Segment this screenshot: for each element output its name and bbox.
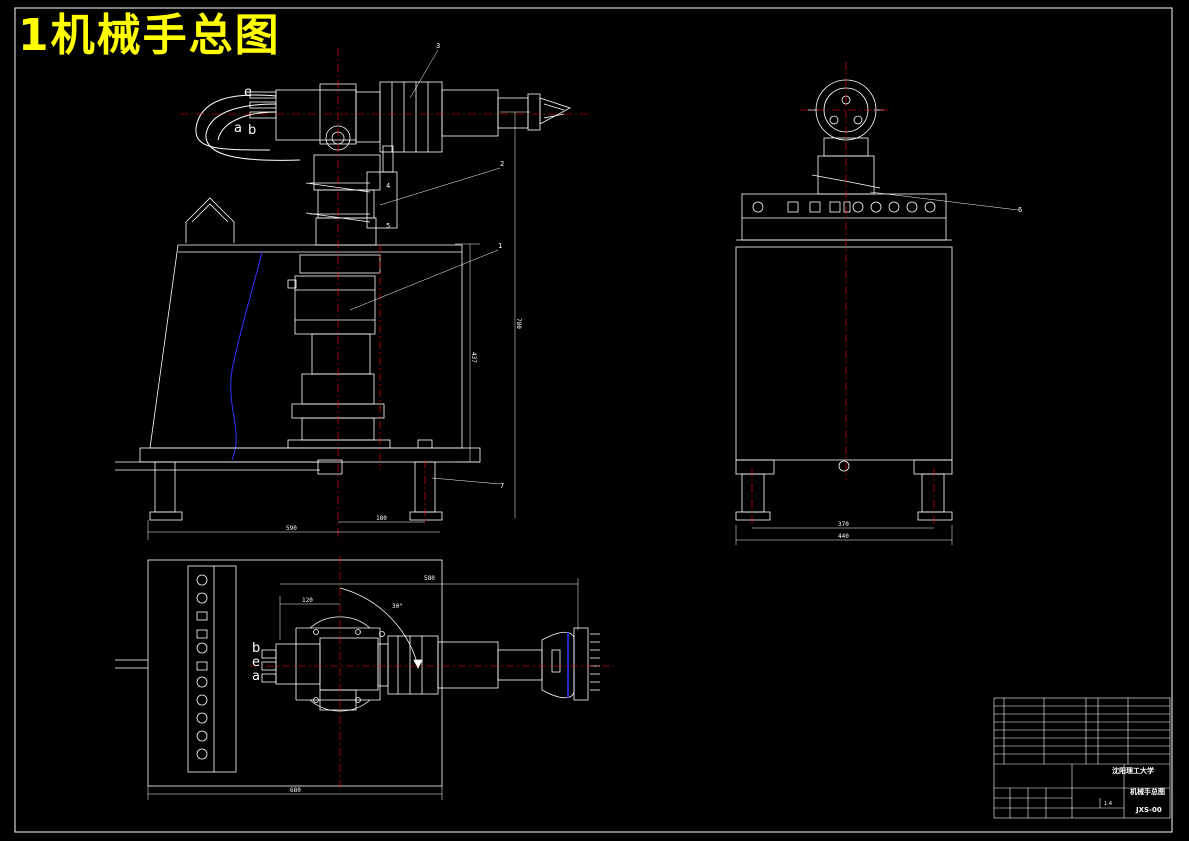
dim-370: 370 <box>838 521 849 528</box>
callout-leaders <box>349 49 1019 485</box>
callout-2: 2 <box>500 160 504 168</box>
port-a-front: a <box>234 121 242 136</box>
hose-2 <box>205 103 301 161</box>
callout-6: 6 <box>1018 206 1022 214</box>
dim-590: 590 <box>286 525 297 532</box>
dim-120: 120 <box>302 597 313 604</box>
title-block-school: 沈阳理工大学 <box>1112 766 1154 775</box>
side-centerlines <box>751 62 935 525</box>
dim-437: 437 <box>470 352 477 363</box>
blue-cable <box>230 251 263 461</box>
port-a-top: a <box>252 669 260 684</box>
title-block <box>993 697 1171 819</box>
port-e-front: e <box>244 85 252 100</box>
port-b-front: b <box>248 123 256 138</box>
hose-1 <box>195 94 277 151</box>
dim-440: 440 <box>838 533 849 540</box>
callout-4: 4 <box>386 182 390 190</box>
dim-680: 680 <box>290 787 301 794</box>
callout-1: 1 <box>498 242 502 250</box>
port-b-top: b <box>252 641 260 656</box>
dim-780: 780 <box>515 318 522 329</box>
front-centerlines <box>180 48 588 540</box>
title-block-scale: 1:4 <box>1104 801 1112 807</box>
title-block-drawing-no: JXS-00 <box>1135 806 1162 814</box>
drawing-border <box>14 7 1173 833</box>
dim-angle: 30° <box>392 603 403 610</box>
drawing-title: 1机械手总图 <box>18 10 281 61</box>
callout-7: 7 <box>500 482 504 490</box>
title-block-drawing-name: 机械手总图 <box>1130 787 1165 796</box>
callout-5: 5 <box>386 222 390 230</box>
front-view <box>115 81 572 521</box>
dim-580: 580 <box>424 575 435 582</box>
side-view <box>735 79 953 521</box>
side-dimensions <box>735 525 953 545</box>
front-dimensions <box>147 111 530 540</box>
port-e-top: e <box>252 655 260 670</box>
dim-180: 180 <box>376 515 387 522</box>
top-view <box>115 559 600 787</box>
top-centerlines <box>250 556 614 790</box>
top-dimensions <box>147 578 579 800</box>
callout-3: 3 <box>436 42 440 50</box>
